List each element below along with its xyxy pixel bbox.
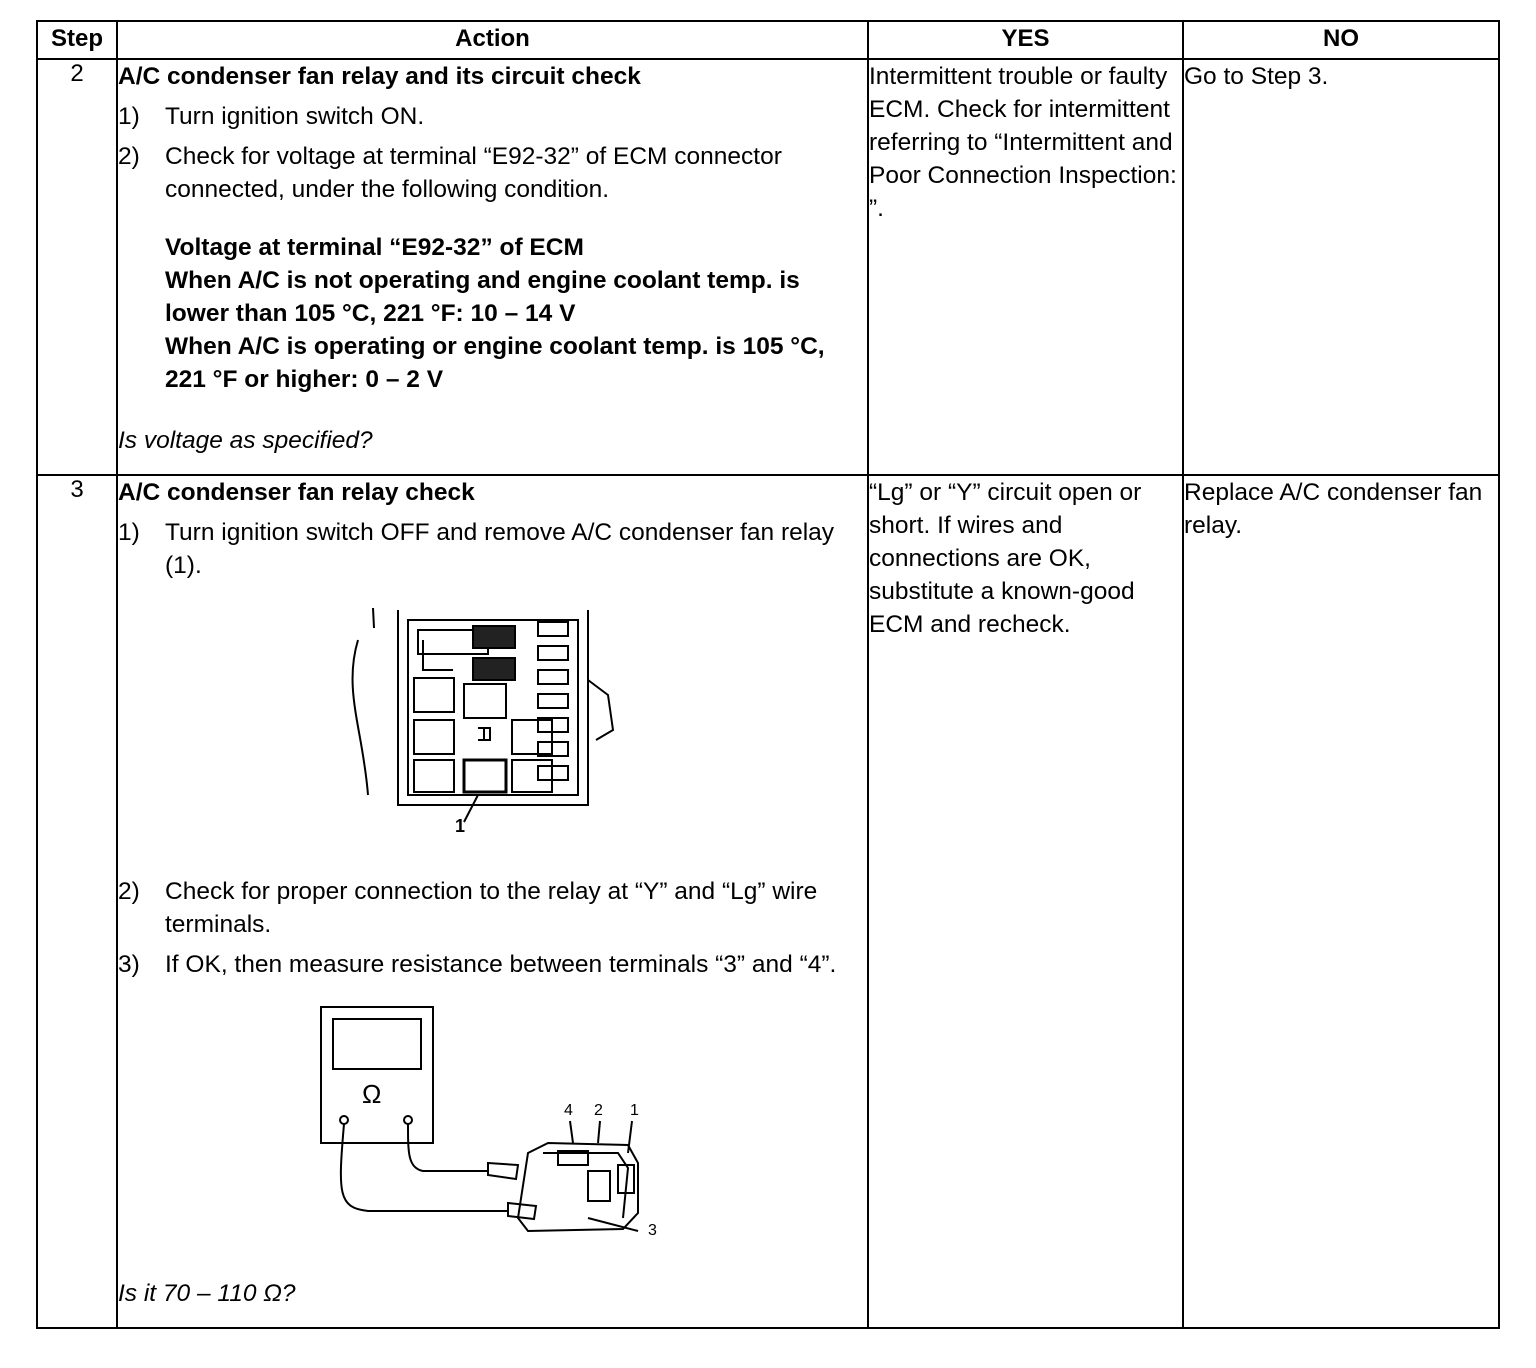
relay-box-figure: 1 xyxy=(118,600,867,868)
no-cell: Go to Step 3. xyxy=(1182,58,1500,476)
item-text: Check for voltage at terminal “E92-32” o… xyxy=(165,143,782,203)
question: Is voltage as specified? xyxy=(118,427,373,454)
item-text: Turn ignition switch ON. xyxy=(165,103,425,130)
terminal-label: 2 xyxy=(594,1102,603,1119)
action-cell: A/C condenser fan relay and its circuit … xyxy=(116,58,869,476)
header-no: NO xyxy=(1182,20,1500,60)
header-row: Step Action YES NO xyxy=(36,20,1500,60)
item-text: If OK, then measure resistance between t… xyxy=(165,951,837,978)
terminal-label: 3 xyxy=(648,1222,657,1239)
action-cell: A/C condenser fan relay check 1) Turn ig… xyxy=(116,474,869,1329)
step-number: 2 xyxy=(36,58,118,476)
table-row-step-3: 3 A/C condenser fan relay check 1) Turn … xyxy=(36,474,1500,1329)
ohmmeter-figure: Ω 4 2 1 3 xyxy=(118,1003,867,1271)
step-number: 3 xyxy=(36,474,118,1329)
spec-line: When A/C is not operating and engine coo… xyxy=(165,267,800,327)
action-item: 1) Turn ignition switch ON. xyxy=(118,100,867,133)
action-item: 2) Check for proper connection to the re… xyxy=(118,875,867,941)
action-title: A/C condenser fan relay and its circuit … xyxy=(118,63,641,90)
header-action: Action xyxy=(116,20,869,60)
question: Is it 70 – 110 Ω? xyxy=(118,1280,296,1307)
table-row-step-2: 2 A/C condenser fan relay and its circui… xyxy=(36,58,1500,476)
figure-callout: 1 xyxy=(455,816,465,836)
header-yes: YES xyxy=(867,20,1184,60)
spec-line: When A/C is operating or engine coolant … xyxy=(165,333,825,393)
diagnostic-table: Step Action YES NO 2 A/C condenser fan r… xyxy=(36,20,1500,1329)
voltage-spec: Voltage at terminal “E92-32” of ECM When… xyxy=(165,231,867,396)
no-cell: Replace A/C condenser fan relay. xyxy=(1182,474,1500,1329)
ohmmeter-drawing: Ω 4 2 1 3 xyxy=(320,1006,657,1239)
action-item: 3) If OK, then measure resistance betwee… xyxy=(118,948,867,981)
action-item: 2) Check for voltage at terminal “E92-32… xyxy=(118,140,867,206)
action-item: 1) Turn ignition switch OFF and remove A… xyxy=(118,516,867,582)
item-text: Turn ignition switch OFF and remove A/C … xyxy=(165,519,835,579)
item-number: 3) xyxy=(118,951,140,978)
terminal-label: 4 xyxy=(564,1102,573,1119)
item-number: 2) xyxy=(118,143,140,170)
yes-cell: “Lg” or “Y” circuit open or short. If wi… xyxy=(867,474,1184,1329)
item-number: 1) xyxy=(118,519,140,546)
item-number: 2) xyxy=(118,878,140,905)
spec-line: Voltage at terminal “E92-32” of ECM xyxy=(165,234,584,261)
item-text: Check for proper connection to the relay… xyxy=(165,878,818,938)
action-title: A/C condenser fan relay check xyxy=(118,479,475,506)
relay-box-drawing: 1 xyxy=(351,607,615,836)
item-number: 1) xyxy=(118,103,140,130)
header-step: Step xyxy=(36,20,118,60)
yes-cell: Intermittent trouble or faulty ECM. Chec… xyxy=(867,58,1184,476)
terminal-label: 1 xyxy=(630,1102,639,1119)
ohm-symbol: Ω xyxy=(362,1079,381,1109)
